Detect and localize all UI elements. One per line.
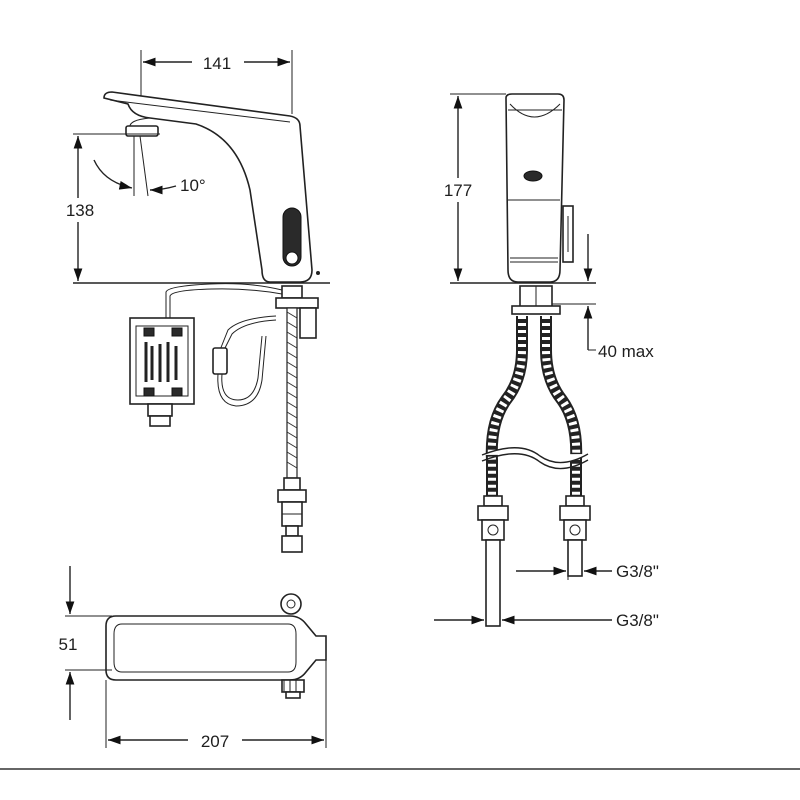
- dimension-spout-height: 138: [66, 201, 94, 220]
- front-sensor: [523, 170, 543, 182]
- top-view: 51 207: [52, 566, 327, 751]
- mounting-stud: [299, 307, 317, 339]
- sensor-cable: [165, 283, 283, 318]
- dimension-thread-upper: G3/8": [616, 562, 659, 581]
- dimension-thread-lower: G3/8": [616, 611, 659, 630]
- faucet-side-body: [103, 91, 313, 283]
- dimension-total-height: 177: [444, 181, 472, 200]
- dimension-body-width: 51: [59, 635, 78, 654]
- sensor-window: [282, 207, 302, 267]
- connector-nut: [281, 285, 303, 299]
- braided-hose: [286, 307, 298, 479]
- front-view: 177 40 max G3/8" G3/8": [434, 93, 659, 630]
- faucet-front-body: [505, 93, 565, 283]
- front-hoses: [481, 316, 589, 496]
- dimension-total-length: 207: [201, 732, 229, 751]
- valve-fitting: [277, 477, 307, 553]
- dimension-spout-reach: 141: [203, 54, 231, 73]
- cable-connector: [212, 347, 228, 375]
- dimension-deck-thickness: 40 max: [598, 342, 654, 361]
- left-valve: [477, 495, 509, 627]
- right-valve: [559, 495, 591, 577]
- side-view: 141 138 10°: [58, 50, 330, 553]
- mounting-plate: [275, 297, 319, 309]
- dimension-spout-angle: 10°: [180, 176, 206, 195]
- control-box: [129, 317, 195, 427]
